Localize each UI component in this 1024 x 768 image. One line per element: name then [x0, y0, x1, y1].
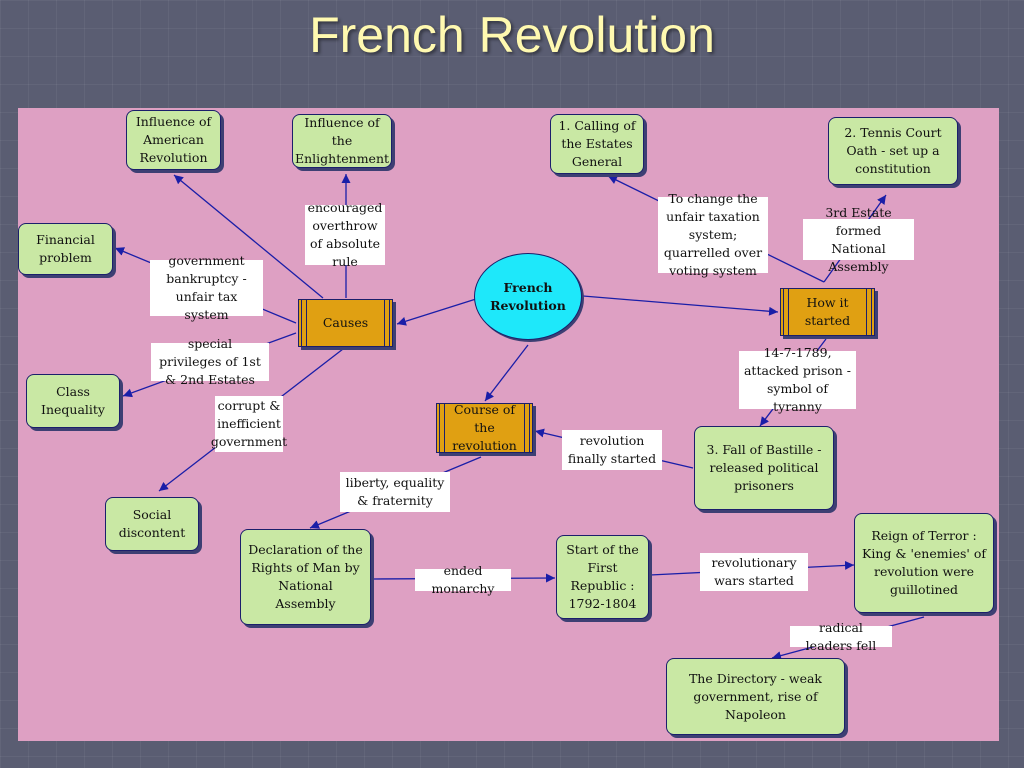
link-causes-american [173, 174, 324, 299]
label-encouraged: encouraged overthrow of absolute rule [305, 200, 385, 269]
node-financial-problem: Financial problem [18, 223, 113, 275]
node-american-revolution: Influence of American Revolution [126, 110, 221, 170]
node-how-it-started: How it started [780, 288, 875, 336]
node-first-republic: Start of the First Republic : 1792-1804 [556, 535, 649, 619]
link-center-how [582, 295, 779, 316]
label-bankruptcy: government bankruptcy - unfair tax syste… [150, 253, 263, 322]
label-ended-monarchy: ended monarchy [415, 563, 511, 596]
node-causes: Causes [298, 299, 393, 347]
label-attacked: 14-7-1789, attacked prison - symbol of t… [739, 345, 856, 414]
node-class-inequality: Class Inequality [26, 374, 120, 428]
node-declaration-rights: Declaration of the Rights of Man by Nati… [240, 529, 371, 625]
label-taxation: To change the unfair taxation system; qu… [658, 191, 768, 278]
concept-map: French Revolution Causes How it started … [18, 108, 999, 741]
link-center-course [484, 344, 529, 402]
label-radical: radical leaders fell [790, 620, 892, 653]
node-tennis-court-oath: 2. Tennis Court Oath - set up a constitu… [828, 117, 958, 185]
label-wars: revolutionary wars started [700, 553, 808, 591]
node-social-discontent: Social discontent [105, 497, 199, 551]
label-privileges: special privileges of 1st & 2nd Estates [151, 336, 269, 387]
node-french-revolution: French Revolution [474, 253, 582, 340]
node-enlightenment: Influence of the Enlightenment [292, 114, 392, 168]
node-the-directory: The Directory - weak government, rise of… [666, 658, 845, 735]
node-reign-of-terror: Reign of Terror : King & 'enemies' of re… [854, 513, 994, 613]
label-corrupt: corrupt & inefficient government [211, 396, 287, 452]
label-liberty: liberty, equality & fraternity [340, 472, 450, 512]
link-center-causes [396, 298, 477, 326]
node-fall-of-bastille: 3. Fall of Bastille - released political… [694, 426, 834, 510]
node-estates-general: 1. Calling of the Estates General [550, 114, 644, 174]
label-third-estate: 3rd Estate formed National Assembly [803, 205, 914, 274]
label-finally-started: revolution finally started [562, 430, 662, 470]
node-course-of-revolution: Course of the revolution [436, 402, 533, 453]
slide-title: French Revolution [309, 7, 715, 63]
